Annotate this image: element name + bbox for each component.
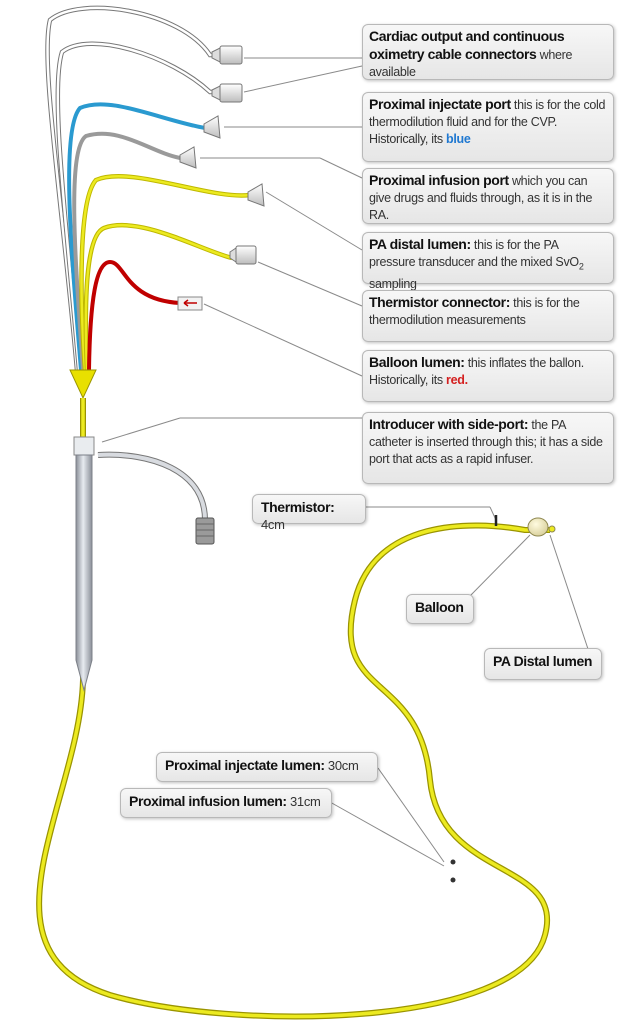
cable-connector-1 <box>211 45 243 65</box>
callout-infusion-title: Proximal infusion port <box>369 172 509 188</box>
callout-thermistor-conn-desc: this is for the thermodilution measureme… <box>369 296 580 327</box>
pa-distal-hub-upper <box>247 183 265 207</box>
callout-cable-connectors: Cardiac output and continuous oximetry c… <box>362 24 614 80</box>
infusion-hub <box>179 146 197 169</box>
thermistor-connector <box>177 296 203 311</box>
injectate-hub <box>203 115 221 139</box>
callout-prox-injectate-lumen: Proximal injectate lumen: 30cm <box>156 752 378 782</box>
callout-pa-distal-desc: this is for the PA pressure transducer a… <box>369 238 579 269</box>
cable-lines <box>45 5 222 371</box>
callout-prox-infusion-lumen: Proximal infusion lumen: 31cm <box>120 788 332 818</box>
callout-balloon-lumen-title: Balloon lumen: <box>369 354 465 370</box>
callout-pa-distal-desc2: sampling <box>369 276 417 291</box>
lumen-lines <box>67 102 251 371</box>
callout-balloon: Balloon <box>406 594 474 624</box>
callout-injectate-desc: this is for the cold thermodilution flui… <box>369 98 606 146</box>
callout-thermistor-conn-title: Thermistor connector: <box>369 294 510 310</box>
callout-thermistor: Thermistor: 4cm <box>252 494 366 532</box>
callout-balloon-title: Balloon <box>415 599 464 615</box>
callout-cable-desc: where available <box>369 48 573 79</box>
pa-distal-hub <box>229 245 257 265</box>
balloon-tip <box>527 517 556 537</box>
callout-pa-distal-title: PA distal lumen: <box>369 236 471 252</box>
callout-pa-tip: PA Distal lumen <box>484 648 602 680</box>
callout-prox-injectate-title: Proximal injectate lumen: <box>165 757 325 773</box>
callout-prox-infusion-title: Proximal infusion lumen: <box>129 793 287 809</box>
callout-thermistor-value: 4cm <box>261 517 285 532</box>
callout-pa-tip-title: PA Distal lumen <box>493 653 593 669</box>
callout-pa-distal-sub: 2 <box>578 261 584 272</box>
callout-balloon-lumen-desc: this inflates the ballon. Historically, … <box>369 356 584 387</box>
callout-introducer-desc: the PA catheter is inserted through this… <box>369 418 603 466</box>
introducer-sheath <box>73 436 95 692</box>
junction-arrow <box>69 369 97 400</box>
catheter-main <box>36 398 551 1020</box>
callout-prox-injectate-value: 30cm <box>327 758 359 773</box>
callout-thermistor-title: Thermistor: <box>261 499 335 515</box>
leader-lines <box>101 57 591 867</box>
callout-thermistor-connector: Thermistor connector: this is for the th… <box>362 290 614 342</box>
callout-pa-distal-lumen: PA distal lumen: this is for the PA pres… <box>362 232 614 291</box>
callout-injectate-port: Proximal injectate port this is for the … <box>362 92 614 162</box>
callout-balloon-lumen-highlight: red. <box>446 373 468 387</box>
callout-infusion-desc: which you can give drugs and fluids thro… <box>369 174 593 222</box>
callout-prox-infusion-value: 31cm <box>289 794 321 809</box>
callout-introducer: Introducer with side-port: the PA cathet… <box>362 412 614 484</box>
callout-cable-title: Cardiac output and continuous oximetry c… <box>369 28 565 62</box>
callout-balloon-lumen: Balloon lumen: this inflates the ballon.… <box>362 350 614 402</box>
callout-introducer-title: Introducer with side-port: <box>369 416 529 432</box>
callout-infusion-port: Proximal infusion port which you can giv… <box>362 168 614 224</box>
cable-connector-2 <box>211 83 243 103</box>
callout-injectate-highlight: blue <box>446 132 471 146</box>
callout-injectate-title: Proximal injectate port <box>369 96 511 112</box>
introducer-side-port <box>97 451 215 545</box>
catheter-markers <box>450 515 498 883</box>
